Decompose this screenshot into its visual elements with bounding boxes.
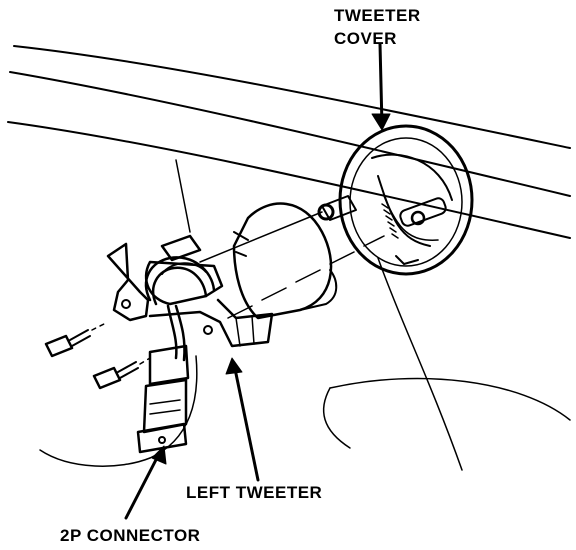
2p-connector-arrowhead: [151, 445, 167, 465]
tweeter-cover: [338, 124, 474, 276]
leader-arrows: [124, 42, 391, 520]
left-tweeter-leader: [232, 362, 260, 482]
2p-connector: [136, 344, 190, 454]
screw-upper: [44, 321, 109, 358]
tweeter-cover-arrowhead: [371, 113, 391, 131]
tweeter-cover-label-line1: TWEETER: [334, 6, 421, 25]
left-tweeter-label: LEFT TWEETER: [186, 483, 323, 502]
tweeter-bracket: [106, 234, 274, 348]
2p-connector-leader: [124, 450, 162, 520]
tweeter-cover-leader: [378, 42, 384, 128]
door-panel-lines: [7, 45, 571, 471]
left-tweeter-body: [232, 202, 338, 320]
tweeter-wire-harness: [144, 256, 216, 362]
screw-lower: [92, 357, 151, 390]
left-tweeter-arrowhead: [225, 357, 243, 375]
tweeter-cover-label-line2: COVER: [334, 29, 397, 48]
2p-connector-label: 2P CONNECTOR: [60, 526, 201, 545]
cover-mounting-pins: [199, 195, 385, 319]
